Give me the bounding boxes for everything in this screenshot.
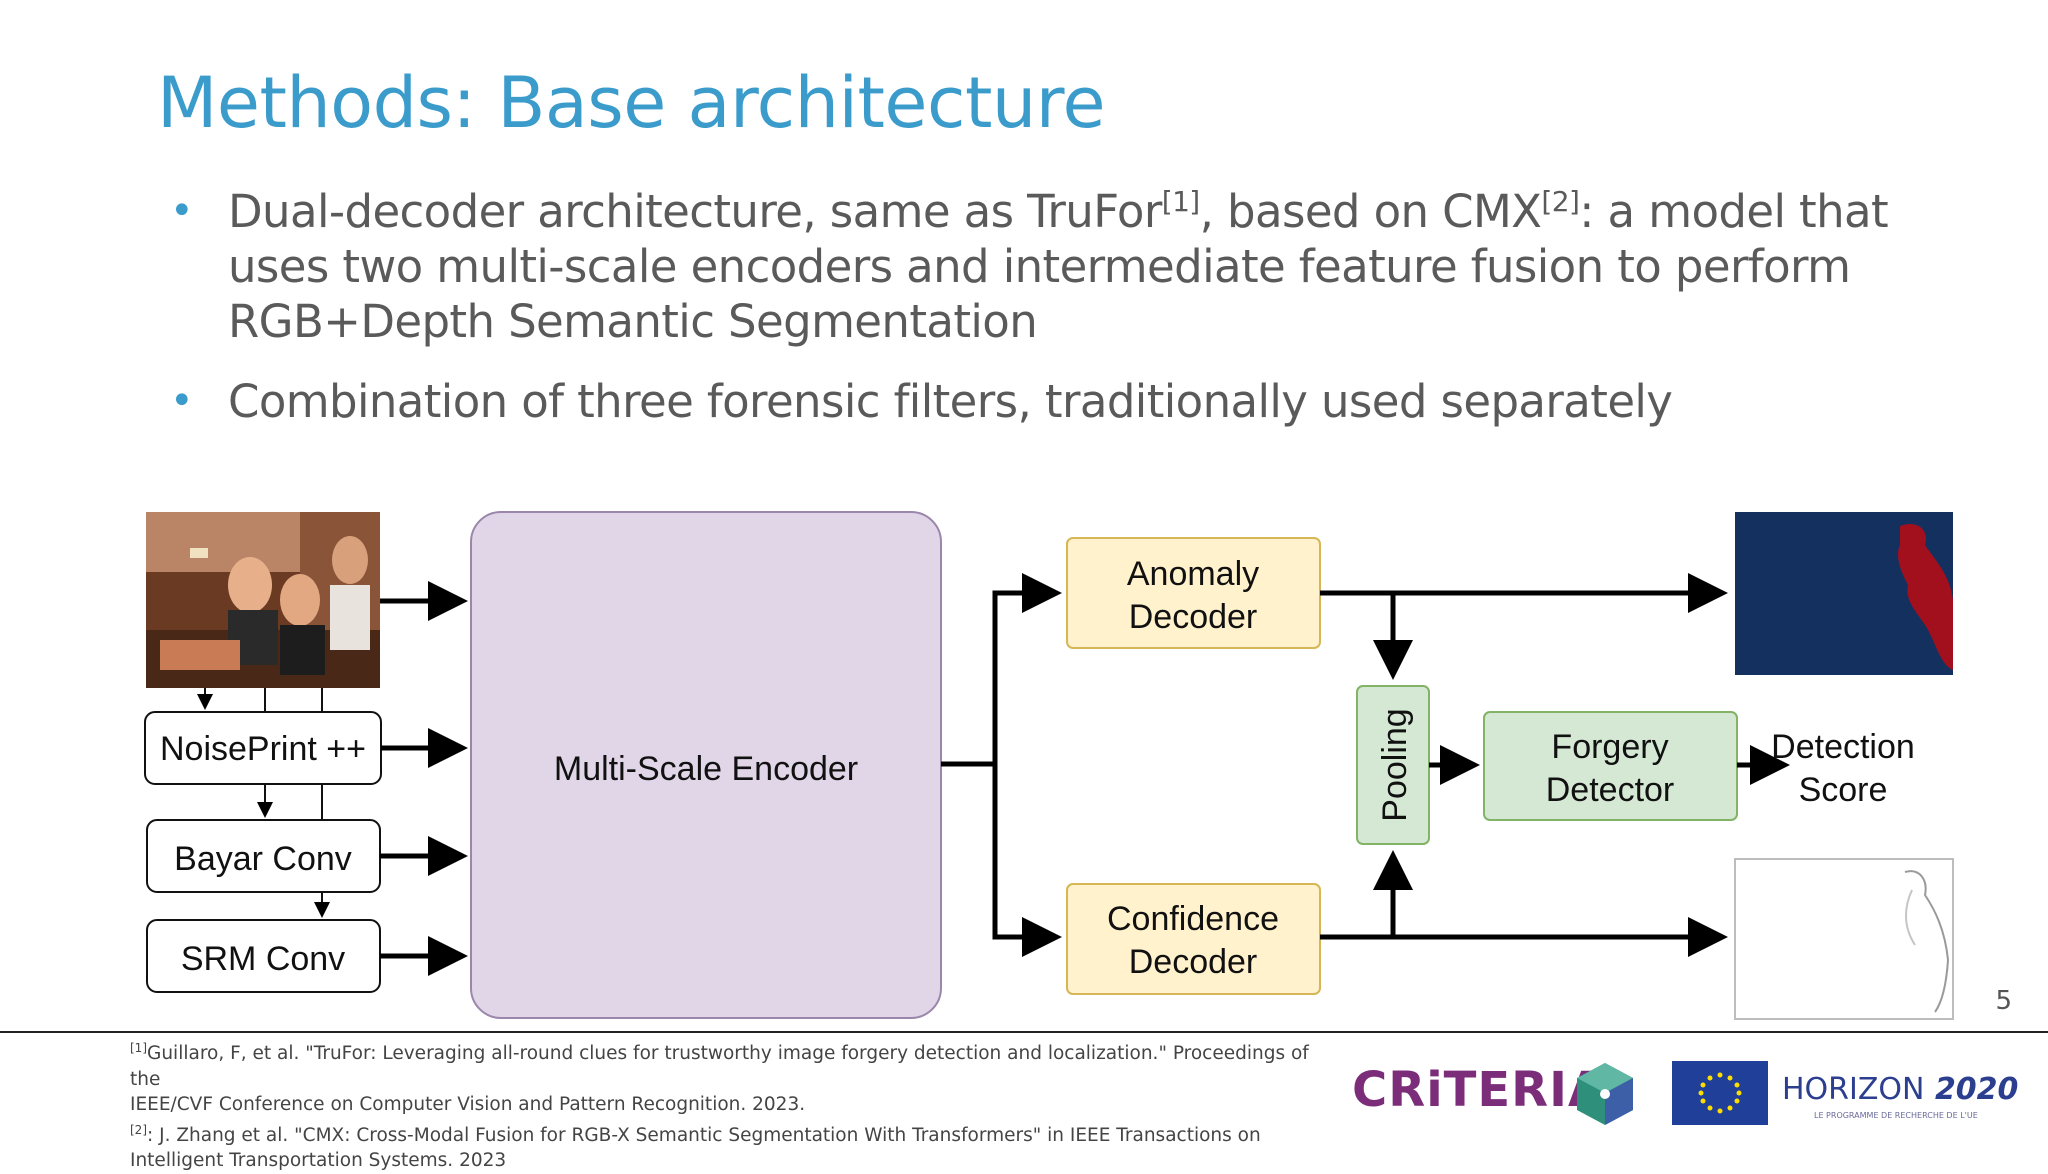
bullet-list: • Dual-decoder architecture, same as Tru… <box>170 184 1950 454</box>
reference-2-marker: [2] <box>130 1122 147 1137</box>
detection-score-line1: Detection <box>1771 728 1915 766</box>
forgery-detector-box: Forgery Detector <box>1483 711 1738 821</box>
input-photo <box>146 512 380 688</box>
bayar-conv-label: Bayar Conv <box>174 840 352 878</box>
reference-2-line2: Intelligent Transportation Systems. 2023 <box>130 1150 507 1172</box>
confidence-decoder-box: Confidence Decoder <box>1066 883 1321 995</box>
encoder-label: Multi-Scale Encoder <box>554 750 858 788</box>
horizon-year: 2020 <box>1934 1072 2019 1107</box>
page-number: 5 <box>1995 986 2012 1016</box>
eu-flag-icon <box>1672 1061 1768 1125</box>
citation-2: [2] <box>1541 185 1580 218</box>
criteria-logo: CRiTERIA <box>1352 1062 1607 1118</box>
encoder-input-arrows <box>380 581 468 976</box>
noiseprint-box: NoisePrint ++ <box>144 711 382 785</box>
horizon-subtitle: LE PROGRAMME DE RECHERCHE DE L'UE <box>1814 1111 1978 1120</box>
srm-conv-label: SRM Conv <box>181 940 345 978</box>
bayar-conv-box: Bayar Conv <box>146 819 381 893</box>
anomaly-decoder-box: Anomaly Decoder <box>1066 537 1321 649</box>
forgery-detector-line1: Forgery <box>1551 728 1668 766</box>
pooling-box: Pooling <box>1356 685 1430 845</box>
footer-divider <box>0 1031 2048 1033</box>
criteria-cube-icon <box>1577 1063 1633 1125</box>
references: [1]Guillaro, F, et al. "TruFor: Leveragi… <box>130 1036 1330 1174</box>
confidence-decoder-line1: Confidence <box>1107 900 1279 938</box>
noiseprint-label: NoisePrint ++ <box>160 730 366 768</box>
confidence-decoder-line2: Decoder <box>1129 943 1258 981</box>
citation-1: [1] <box>1161 185 1200 218</box>
confidence-map-image <box>1734 858 1954 1020</box>
pooling-label: Pooling <box>1376 708 1414 821</box>
anomaly-map-image <box>1735 512 1953 675</box>
filter-feed-lines <box>197 688 330 918</box>
reference-2-line1: [2]: J. Zhang et al. "CMX: Cross-Modal F… <box>130 1118 1330 1149</box>
bullet-dot-icon: • <box>170 378 194 424</box>
srm-conv-box: SRM Conv <box>146 919 381 993</box>
bullet-text-4: Combination of three forensic filters, t… <box>228 375 1673 428</box>
bullet-dot-icon: • <box>170 188 194 234</box>
reference-1-marker: [1] <box>130 1041 147 1055</box>
reference-1-line2: IEEE/CVF Conference on Computer Vision a… <box>130 1094 806 1116</box>
bullet-text-3: : a model that uses two multi-scale enco… <box>228 185 1889 348</box>
reference-1-text: Guillaro, F, et al. "TruFor: Leveraging … <box>130 1043 1309 1090</box>
reference-2-text: : J. Zhang et al. "CMX: Cross-Modal Fusi… <box>147 1124 1261 1146</box>
encoder-output-arrows <box>941 573 1062 957</box>
horizon-word: HORIZON <box>1782 1072 1925 1107</box>
reference-1-line1: [1]Guillaro, F, et al. "TruFor: Leveragi… <box>130 1036 1330 1092</box>
bullet-item: • Dual-decoder architecture, same as Tru… <box>170 184 1950 349</box>
multi-scale-encoder-box: Multi-Scale Encoder <box>470 511 942 1019</box>
forgery-detector-line2: Detector <box>1546 771 1675 809</box>
decoder-output-arrows <box>1320 573 1728 957</box>
horizon-2020-logo: HORIZON 2020 <box>1782 1072 2018 1107</box>
anomaly-decoder-line2: Decoder <box>1129 598 1258 636</box>
bullet-item: • Combination of three forensic filters,… <box>170 374 1950 429</box>
bullet-text-1: Dual-decoder architecture, same as TruFo… <box>228 185 1162 238</box>
anomaly-decoder-line1: Anomaly <box>1127 555 1259 593</box>
bullet-text-2: , based on CMX <box>1199 185 1542 238</box>
slide-title: Methods: Base architecture <box>157 62 1106 144</box>
detection-score-line2: Score <box>1799 771 1888 809</box>
